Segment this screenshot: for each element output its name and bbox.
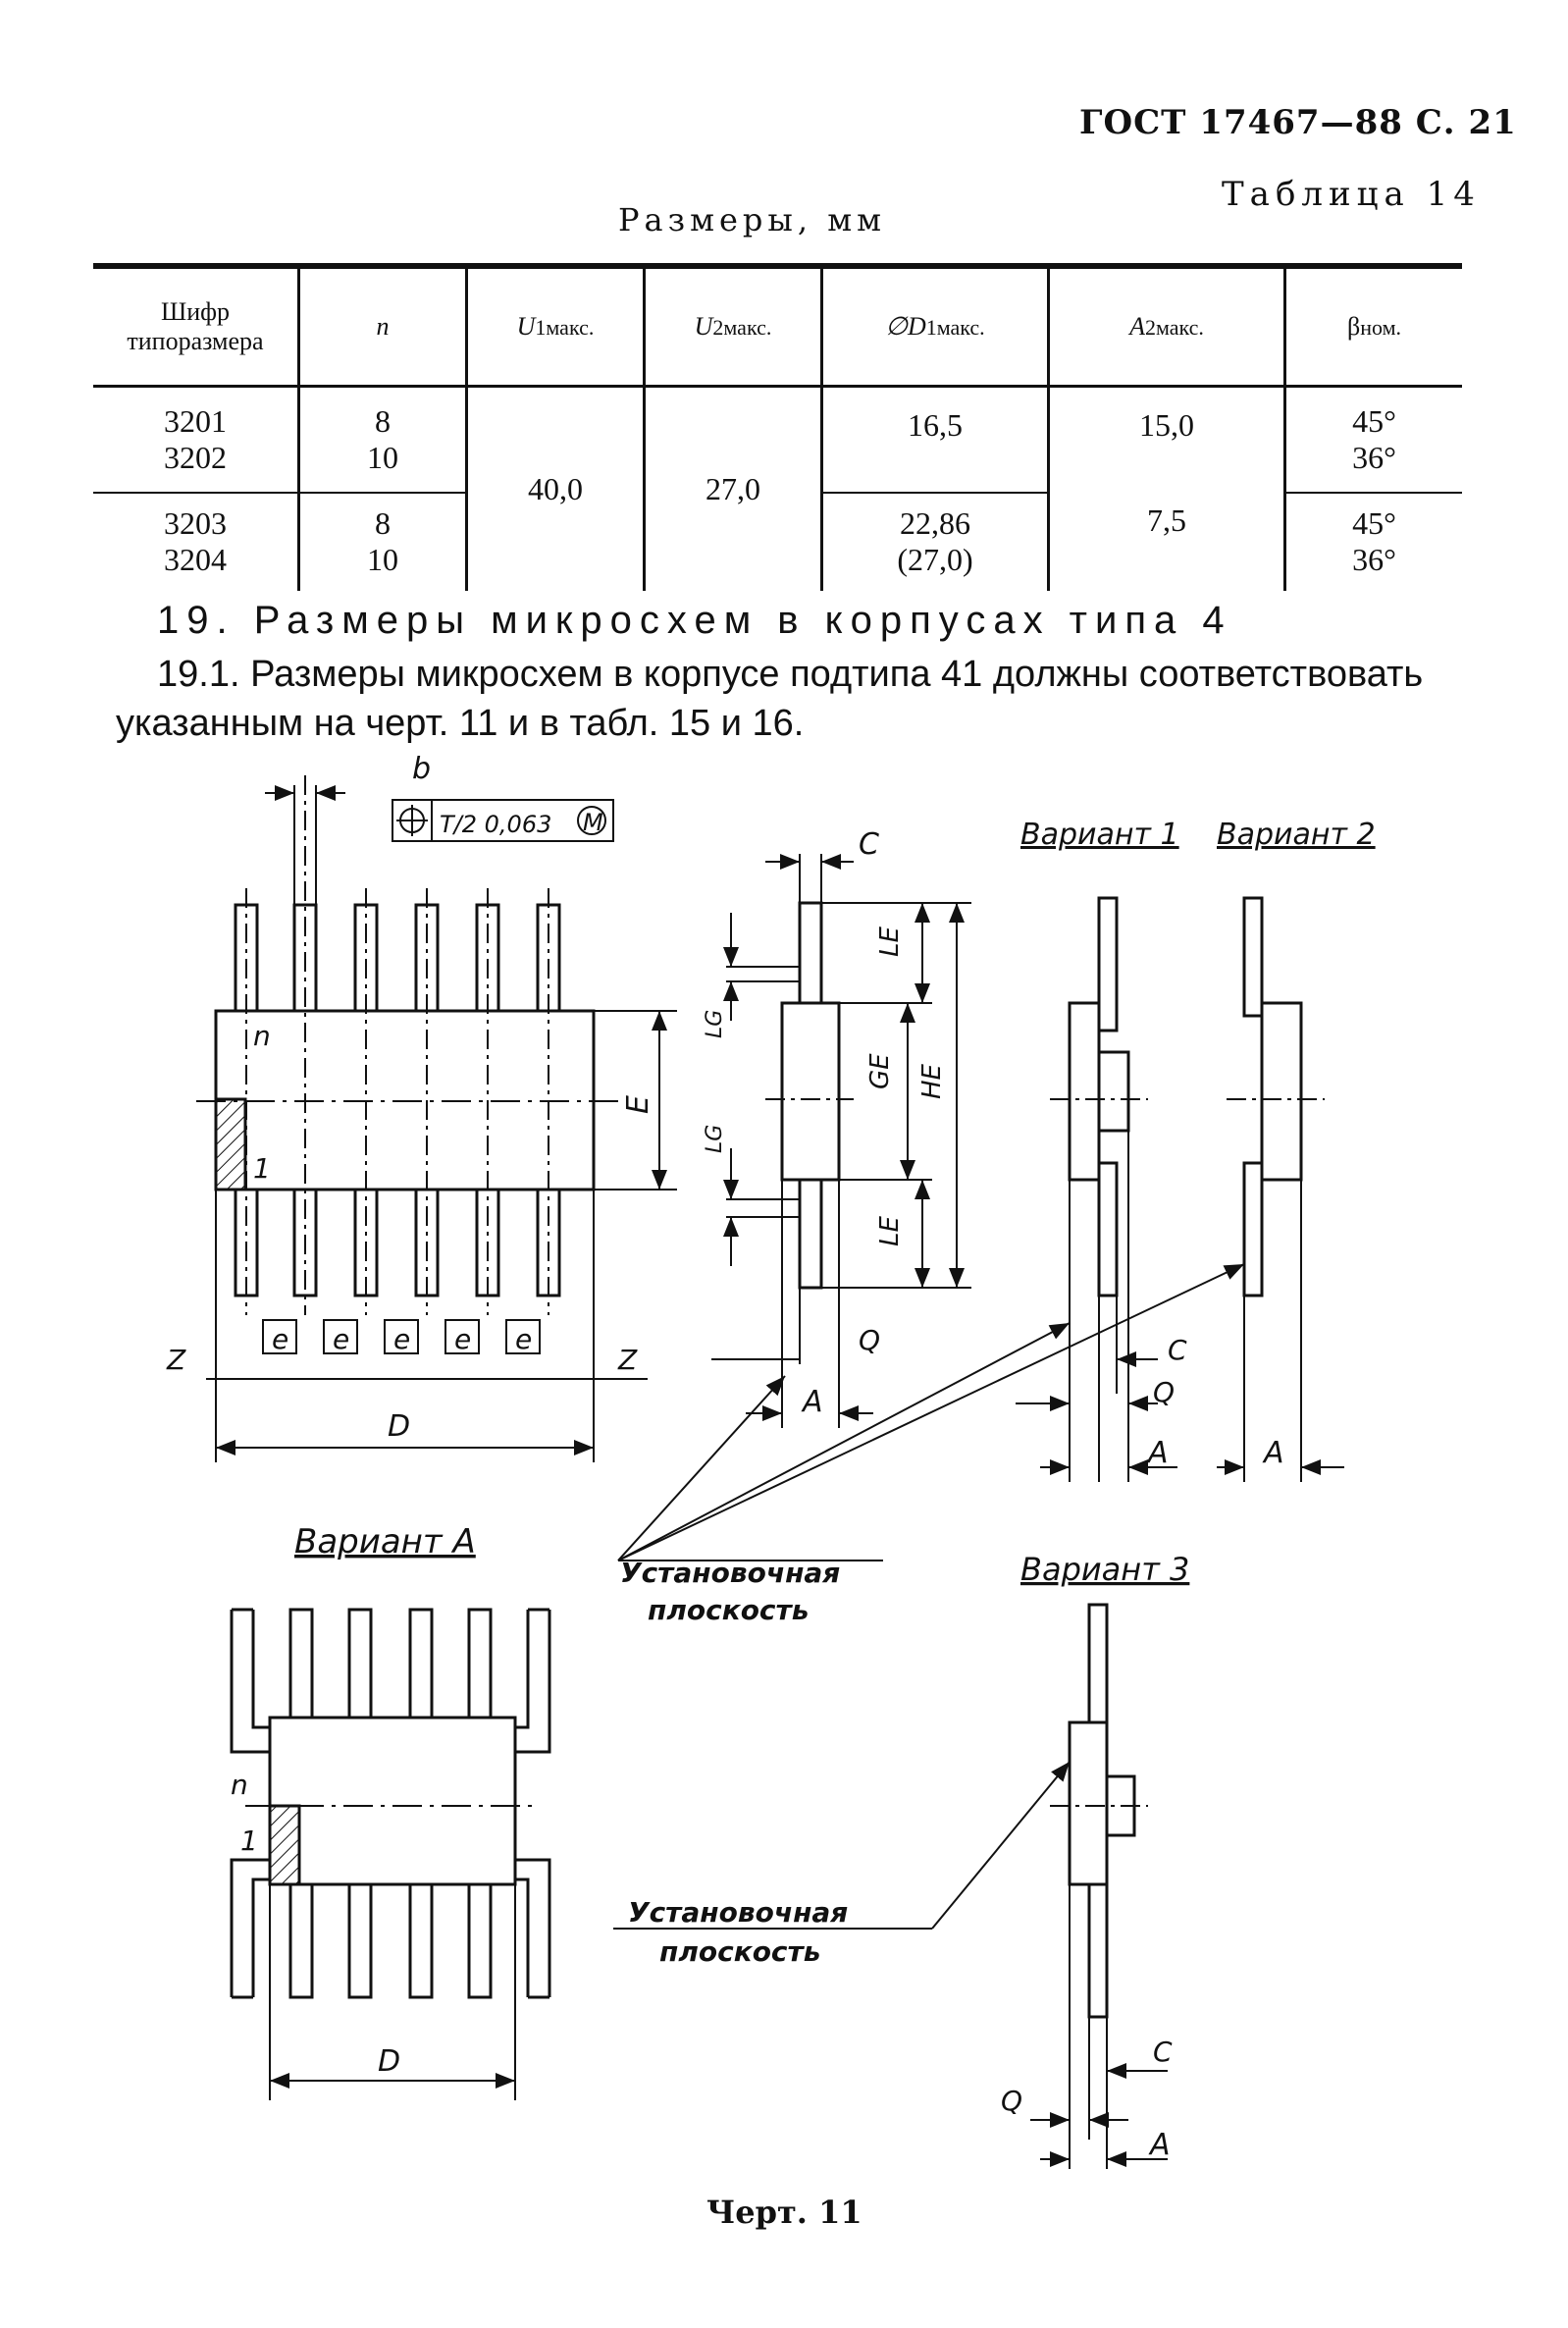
- label-lg-bottom: LG: [703, 1125, 727, 1153]
- col-d1: ∅D1макс.: [820, 263, 1049, 388]
- col-beta: βном.: [1283, 263, 1462, 388]
- pitch-e-4: e: [454, 1323, 471, 1355]
- variant-1-view: [1016, 896, 1177, 1482]
- pitch-e-1: e: [272, 1323, 288, 1355]
- v2-label-a: A: [1262, 1436, 1284, 1470]
- mount-plane-label-1b: плоскость: [648, 1594, 809, 1626]
- u1-value: 40,0: [465, 386, 645, 591]
- variant-2-title: Вариант 2: [1217, 818, 1376, 852]
- drawing-labels: b T/2 0,063 M n 1 E e e e e e Z Z D C LE…: [166, 752, 1376, 2162]
- pins-variant-a-top: [230, 1608, 551, 1754]
- mount-plane-label-2a: Установочная: [628, 1896, 848, 1929]
- dimensions-table: Шифр типоразмера n U1макс. U2макс. ∅D1ма…: [93, 263, 1462, 591]
- pitch-e-5: e: [515, 1323, 532, 1355]
- label-z-right: Z: [617, 1344, 638, 1376]
- v1-label-q: Q: [1153, 1376, 1175, 1408]
- v1-label-a: A: [1146, 1436, 1169, 1470]
- table-header-row: Шифр типоразмера n U1макс. U2макс. ∅D1ма…: [93, 263, 1462, 388]
- label-q: Q: [859, 1324, 880, 1356]
- pin-n-label: n: [253, 1020, 271, 1052]
- label-a: A: [801, 1385, 823, 1419]
- pitch-e-2: e: [333, 1323, 349, 1355]
- tolerance-mod: M: [583, 809, 603, 836]
- figure-caption: Черт. 11: [706, 2194, 862, 2231]
- pitch-e-3: e: [393, 1323, 410, 1355]
- label-le-top: LE: [875, 926, 905, 957]
- label-ge: GE: [865, 1053, 895, 1089]
- variant-3-view: [1030, 1603, 1168, 2169]
- label-he: HE: [917, 1063, 947, 1099]
- pin-1-label: 1: [253, 1152, 271, 1185]
- col-u1: U1макс.: [465, 263, 645, 388]
- side-view: [711, 854, 971, 1428]
- variant-3-title: Вариант 3: [1020, 1551, 1189, 1588]
- label-lg-top: LG: [703, 1010, 727, 1038]
- table-number: Таблица 14: [1222, 175, 1481, 214]
- v3-label-c: C: [1153, 2036, 1173, 2068]
- col-n: n: [297, 263, 467, 388]
- v3-label-q: Q: [1001, 2085, 1022, 2117]
- v3-label-a: A: [1148, 2128, 1171, 2162]
- label-c: C: [859, 827, 879, 862]
- label-le-bottom: LE: [875, 1216, 905, 1246]
- leader-lines: [613, 1263, 1245, 1930]
- tolerance-value: T/2 0,063: [440, 811, 551, 838]
- va-label-d: D: [378, 2044, 400, 2079]
- col-a2: A2макс.: [1047, 263, 1285, 388]
- va-pin-n-label: n: [231, 1769, 248, 1801]
- variant-a-title: Вариант A: [294, 1522, 476, 1561]
- variant-a-view: [230, 1608, 551, 2100]
- v1-label-c: C: [1168, 1334, 1187, 1366]
- pins-bottom: [234, 1188, 561, 1297]
- label-d: D: [388, 1409, 410, 1444]
- label-e: E: [621, 1095, 655, 1114]
- main-view: [196, 775, 677, 1462]
- mount-plane-label-1a: Установочная: [620, 1557, 840, 1589]
- table-caption: Размеры, мм: [618, 201, 886, 238]
- va-pin-1-label: 1: [240, 1825, 258, 1857]
- col-code: Шифр типоразмера: [93, 263, 299, 388]
- document-header: ГОСТ 17467—88 С. 21: [1079, 103, 1517, 142]
- pins-variant-a-bottom: [230, 1858, 551, 1999]
- variant-1-title: Вариант 1: [1020, 818, 1179, 852]
- variant-2-view: [1217, 896, 1344, 1482]
- section-text: 19.1. Размеры микросхем в корпусе подтип…: [116, 654, 1424, 744]
- label-z-left: Z: [166, 1344, 186, 1376]
- col-u2: U2макс.: [643, 263, 822, 388]
- section-title: 19. Размеры микросхем в корпусах типа 4: [157, 599, 1232, 642]
- pins-top: [234, 903, 561, 1013]
- u2-value: 27,0: [643, 386, 822, 591]
- label-b: b: [412, 752, 431, 786]
- mount-plane-label-2b: плоскость: [659, 1935, 820, 1968]
